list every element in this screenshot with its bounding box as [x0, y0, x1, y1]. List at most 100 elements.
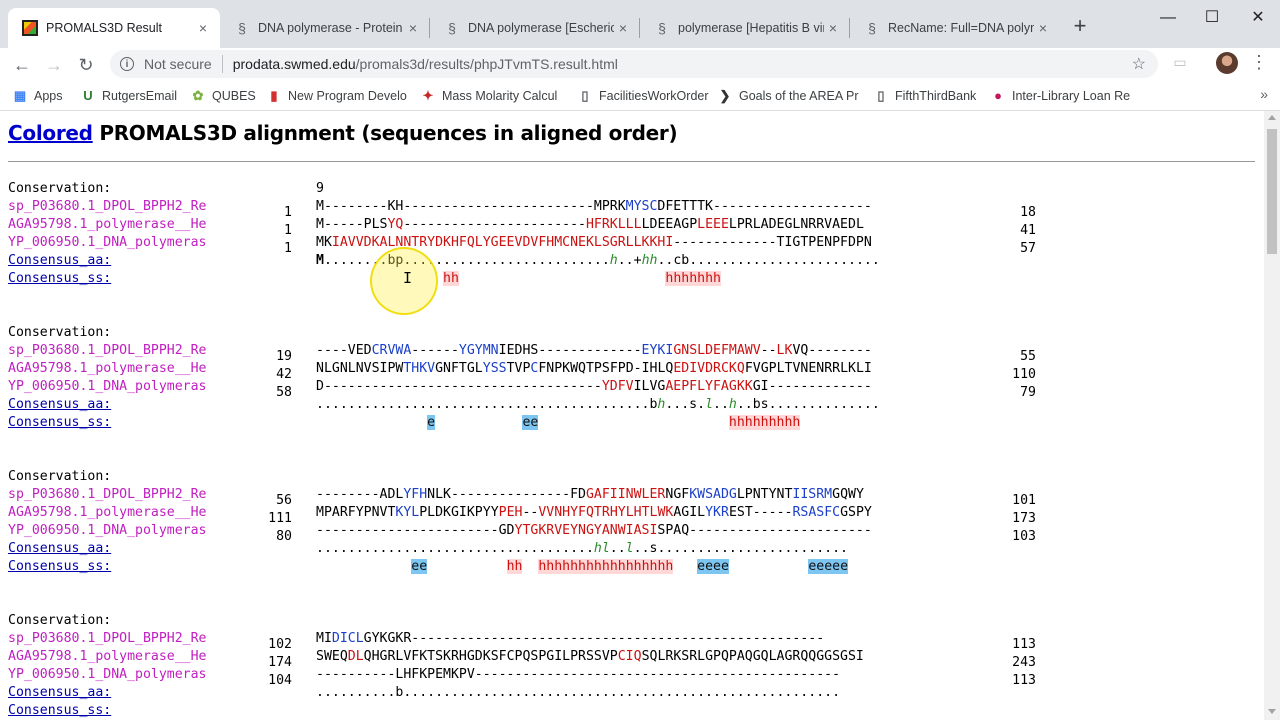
sequence-name[interactable]: YP_006950.1_DNA_polymeras — [8, 667, 207, 682]
sequence-residues: --------ADLYFHNLK---------------FDGAFIIN… — [316, 486, 988, 504]
consensus-ss-link[interactable]: Consensus_ss: — [8, 559, 112, 574]
close-tab-icon[interactable]: × — [618, 20, 628, 36]
bookmark-7[interactable]: ❯Goals of the AREA Pr — [717, 86, 859, 106]
sequence-segment: IAVVDKALNNTRYDKHFQLYGEEVDVFHMCNEKLSGRLLK… — [331, 235, 674, 250]
close-tab-icon[interactable]: × — [408, 20, 418, 36]
consensus-aa-link[interactable]: Consensus_aa: — [8, 397, 112, 412]
sequence-name[interactable]: sp_P03680.1_DPOL_BPPH2_Re — [8, 487, 207, 502]
apps-grid-icon: ▦ — [13, 88, 27, 103]
tab-4[interactable]: §polymerase [Hepatitis B viru× — [640, 8, 850, 48]
bookmark-3[interactable]: ✿QUBES — [190, 86, 256, 106]
new-tab-button[interactable]: + — [1073, 13, 1087, 38]
bookmark-6[interactable]: ▯FacilitiesWorkOrder — [577, 86, 708, 106]
tab-strip: PROMALS3D Result×§DNA polymerase - Prote… — [0, 0, 1280, 48]
bookmark-label: RutgersEmail — [102, 89, 178, 103]
bookmark-star-icon[interactable]: ☆ — [1131, 56, 1146, 73]
consensus-aa-link[interactable]: Consensus_aa: — [8, 685, 112, 700]
url-host: prodata.swmed.edu — [232, 56, 356, 72]
consensus-ss-link[interactable]: Consensus_ss: — [8, 415, 112, 430]
bookmark-4[interactable]: ▮New Program Develo — [266, 86, 406, 106]
close-tab-icon[interactable]: × — [828, 20, 838, 36]
vertical-scrollbar[interactable] — [1264, 111, 1280, 720]
sequence-name[interactable]: sp_P03680.1_DPOL_BPPH2_Re — [8, 631, 207, 646]
consensus-aa-link[interactable]: Consensus_aa: — [8, 253, 112, 268]
sequence-name[interactable]: sp_P03680.1_DPOL_BPPH2_Re — [8, 343, 207, 358]
sequence-name[interactable]: AGA95798.1_polymerase__He — [8, 649, 207, 664]
profile-avatar[interactable] — [1216, 52, 1238, 74]
consensus-ss-link[interactable]: Consensus_ss: — [8, 271, 112, 286]
sequence-segment: DL — [347, 649, 364, 664]
sequence-end: 243 — [1012, 655, 1036, 670]
bookmarks-overflow-icon[interactable]: » — [1260, 86, 1268, 102]
scrollbar-thumb[interactable] — [1267, 129, 1277, 254]
sequence-segment: RSASFC — [792, 505, 841, 520]
sequence-residues: ----VEDCRVWA------YGYMNIEDHS------------… — [316, 342, 988, 360]
tab-3[interactable]: §DNA polymerase [Escherich× — [430, 8, 640, 48]
sequence-name[interactable]: YP_006950.1_DNA_polymeras — [8, 379, 207, 394]
conservation-label: Conservation: — [8, 469, 112, 484]
colored-link[interactable]: Colored — [8, 121, 93, 145]
consensus-ss-link[interactable]: Consensus_ss: — [8, 703, 112, 718]
sequence-segment: SPAQ----------------------- — [657, 523, 872, 538]
sequence-segment: MK — [316, 235, 332, 250]
sequence-segment: -------------TIGTPENPFDPN — [673, 235, 872, 250]
sequence-segment: M-----PLS — [316, 217, 388, 232]
info-icon[interactable]: i — [120, 57, 134, 71]
sequence-segment: GNSLDEFMAWV — [673, 343, 761, 358]
tab-2[interactable]: §DNA polymerase - Protein -× — [220, 8, 430, 48]
maximize-button[interactable]: ☐ — [1204, 9, 1220, 26]
menu-dots-icon[interactable]: ⋮ — [1250, 52, 1268, 72]
sequence-segment: hh — [443, 271, 459, 286]
page-title-text: PROMALS3D alignment (sequences in aligne… — [92, 121, 678, 145]
bookmark-1[interactable]: ▦Apps — [12, 86, 63, 106]
sequence-segment: ........................................… — [316, 397, 658, 412]
sequence-segment: EYKI — [641, 343, 674, 358]
sequence-segment: DICL — [331, 631, 364, 646]
forward-arrow-icon[interactable]: → — [45, 55, 63, 75]
address-bar[interactable]: i Not secure prodata.swmed.edu/promals3d… — [110, 50, 1158, 78]
tab-1[interactable]: PROMALS3D Result× — [8, 8, 220, 48]
sequence-segment: ee — [411, 559, 428, 574]
sequence-segment: ----------------------- — [403, 217, 586, 232]
cast-icon[interactable]: ▭ — [1173, 54, 1187, 70]
sequence-start: 174 — [268, 655, 292, 670]
tab-5[interactable]: §RecName: Full=DNA polym× — [850, 8, 1060, 48]
sequence-segment — [673, 559, 697, 574]
sequence-end: 41 — [1020, 223, 1036, 238]
scroll-down-arrow-icon[interactable] — [1268, 709, 1276, 714]
sequence-segment — [522, 559, 538, 574]
sequence-name[interactable]: AGA95798.1_polymerase__He — [8, 361, 207, 376]
sequence-segment: M — [316, 253, 324, 268]
sequence-residues: MKIAVVDKALNNTRYDKHFQLYGEEVDVFHMCNEKLSGRL… — [316, 234, 988, 252]
sequence-segment: ----------LHFKPEMKPV--------------------… — [316, 667, 841, 682]
scroll-up-arrow-icon[interactable] — [1268, 115, 1276, 120]
sequence-start: 58 — [276, 385, 292, 400]
text-cursor-icon: I — [403, 269, 413, 287]
bookmark-8[interactable]: ▯FifthThirdBank — [873, 86, 976, 106]
sequence-name[interactable]: sp_P03680.1_DPOL_BPPH2_Re — [8, 199, 207, 214]
close-tab-icon[interactable]: × — [1038, 20, 1048, 36]
reload-icon[interactable]: ↻ — [78, 55, 94, 75]
close-window-button[interactable]: ✕ — [1251, 9, 1265, 26]
tab-title: RecName: Full=DNA polym — [888, 21, 1034, 35]
sequence-name[interactable]: AGA95798.1_polymerase__He — [8, 217, 207, 232]
bookmark-5[interactable]: ✦Mass Molarity Calcul — [420, 86, 558, 106]
ncbi-icon: § — [448, 20, 456, 36]
sequence-name[interactable]: AGA95798.1_polymerase__He — [8, 505, 207, 520]
sequence-name[interactable]: YP_006950.1_DNA_polymeras — [8, 235, 207, 250]
close-tab-icon[interactable]: × — [198, 20, 208, 36]
back-arrow-icon[interactable]: ← — [13, 55, 31, 75]
sequence-segment: GYKGKR----------------------------------… — [363, 631, 825, 646]
sequence-segment: M--------KH------------------------MPRK — [316, 199, 626, 214]
sequence-end: 103 — [1012, 529, 1036, 544]
bookmark-9[interactable]: ●Inter-Library Loan Re — [990, 86, 1130, 106]
sequence-segment: eeee — [697, 559, 729, 574]
sequence-segment: MPARFYPNVT — [316, 505, 396, 520]
sequence-segment: HFRKLLL — [585, 217, 642, 232]
sequence-name[interactable]: YP_006950.1_DNA_polymeras — [8, 523, 207, 538]
minimize-button[interactable]: — — [1160, 9, 1176, 26]
consensus-aa-link[interactable]: Consensus_aa: — [8, 541, 112, 556]
